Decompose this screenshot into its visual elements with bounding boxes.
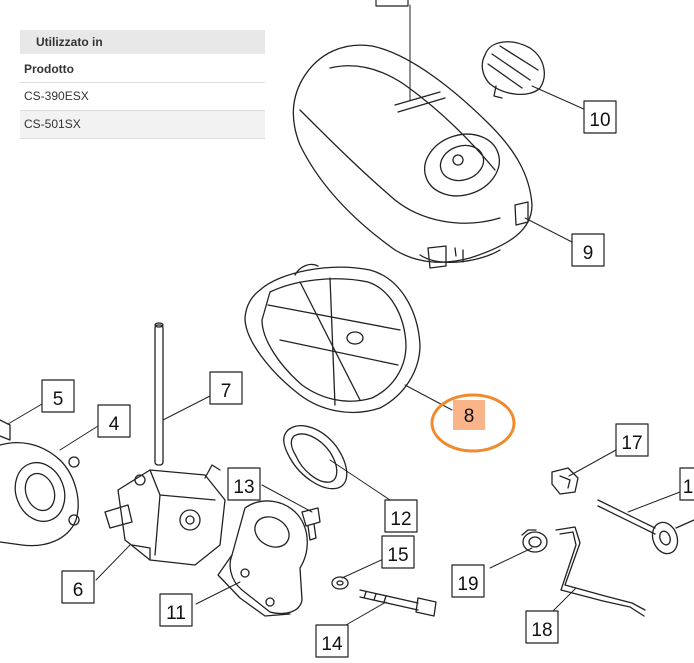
- callout-10: 10: [589, 110, 610, 131]
- callout-7: 7: [221, 381, 232, 402]
- callout-9: 9: [583, 243, 594, 264]
- callout-box-15: [381, 535, 415, 569]
- fuel-tube: [154, 322, 164, 466]
- carburetor-insulator: [217, 500, 308, 617]
- callout-box-14: [315, 624, 349, 658]
- callout-4: 4: [109, 414, 120, 435]
- callout-15: 15: [387, 545, 408, 566]
- callout-5: 5: [53, 389, 64, 410]
- callout-box-top: [375, 0, 409, 7]
- callout-box-1: [679, 467, 694, 501]
- callout-box-12: [384, 499, 418, 533]
- filter-gasket: [283, 425, 348, 490]
- callout-box-11: [159, 593, 193, 627]
- callout-box-19: [451, 564, 485, 598]
- washer-15: [331, 576, 349, 590]
- callout-box-13: [227, 467, 261, 501]
- callout-box-6: [61, 570, 95, 604]
- callout-12: 12: [390, 509, 411, 530]
- cover-knob: [481, 41, 545, 99]
- carburetor: [104, 464, 226, 566]
- callout-box-10: [583, 100, 617, 134]
- usage-table-row[interactable]: CS-501SX: [20, 111, 265, 139]
- bolt-5: [0, 419, 11, 441]
- intake-adapter: [0, 442, 80, 547]
- screw-13: [301, 507, 321, 541]
- callout-box-9: [571, 233, 605, 267]
- callout-18: 18: [531, 620, 552, 641]
- bolt-14: [359, 589, 437, 617]
- callout-19: 19: [457, 574, 478, 595]
- highlight-ring: [430, 393, 516, 453]
- air-filter-cover: [292, 44, 533, 269]
- callout-box-7: [209, 371, 243, 405]
- control-rod-18: [555, 526, 646, 617]
- callout-14: 14: [321, 634, 343, 655]
- callout-13: 13: [233, 477, 254, 498]
- callout-11: 11: [166, 603, 186, 624]
- callout-1: 1: [683, 477, 694, 498]
- usage-table-row[interactable]: CS-390ESX: [20, 83, 265, 111]
- callout-box-8[interactable]: [453, 400, 485, 430]
- callout-box-18: [525, 610, 559, 644]
- callout-box-5: [41, 379, 75, 413]
- callout-box-4: [97, 404, 131, 438]
- usage-table: Utilizzato in Prodotto CS-390ESX CS-501S…: [20, 30, 265, 139]
- air-filter: [244, 263, 421, 414]
- choke-lever-1: [597, 499, 694, 555]
- grommet-19: [521, 529, 548, 553]
- clip-17: [551, 467, 579, 495]
- leader-lines: [7, 4, 681, 626]
- usage-table-column: Prodotto: [20, 54, 265, 83]
- callout-17: 17: [621, 433, 642, 454]
- callout-box-17: [615, 423, 649, 457]
- callout-8[interactable]: 8: [464, 406, 475, 427]
- usage-table-header: Utilizzato in: [20, 30, 265, 54]
- callout-6: 6: [73, 580, 84, 601]
